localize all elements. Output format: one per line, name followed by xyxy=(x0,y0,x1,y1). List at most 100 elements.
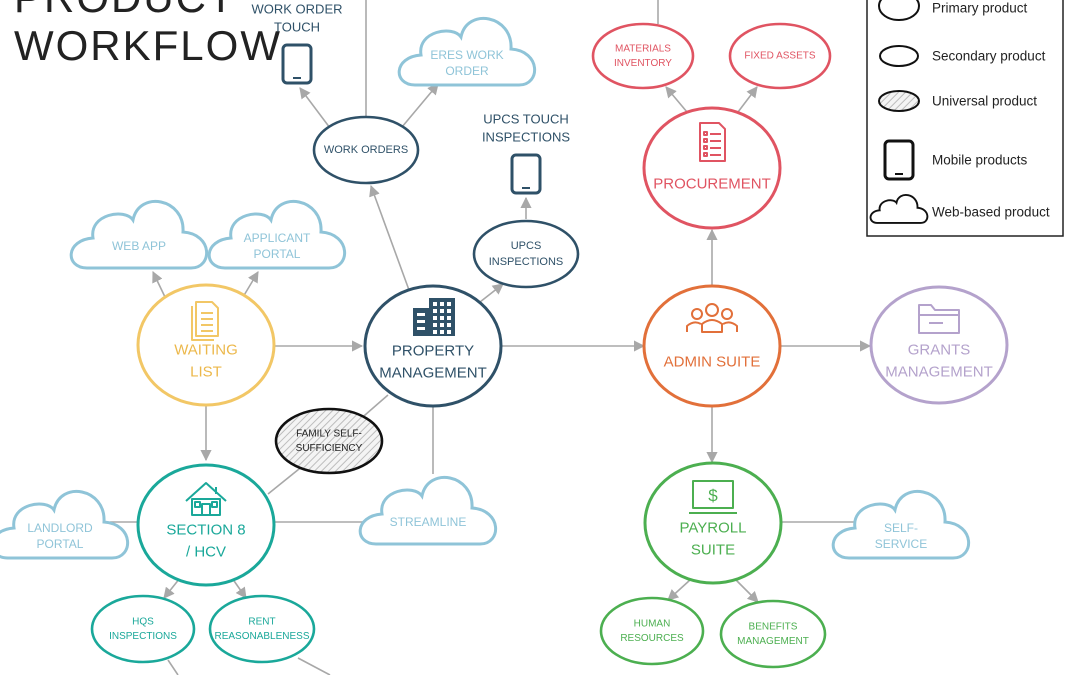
universal-product-icon xyxy=(878,90,920,112)
connector-line xyxy=(163,577,181,599)
node-label-line: APPLICANT xyxy=(244,231,311,245)
node-label-line: HUMAN xyxy=(634,618,671,629)
doc-icon xyxy=(191,301,219,341)
connector-line xyxy=(665,86,688,113)
connector-line xyxy=(737,86,758,113)
legend-item-primary: Primary product xyxy=(878,0,1028,21)
node-label-line: MANAGEMENT xyxy=(737,636,809,647)
node-hqs-inspections: HQS INSPECTIONS xyxy=(90,594,196,664)
node-admin-suite: ADMIN SUITE xyxy=(642,284,782,408)
building-icon xyxy=(413,298,455,336)
connector-line xyxy=(152,270,166,298)
tablet-icon xyxy=(510,153,542,195)
legend-item-mobile: Mobile products xyxy=(883,139,1028,181)
connector-line xyxy=(299,87,331,129)
node-label-line: / HCV xyxy=(186,544,226,561)
node-section8: SECTION 8 / HCV xyxy=(136,463,276,587)
house-icon xyxy=(185,482,227,516)
connector-line xyxy=(401,83,439,128)
node-label-line: FIXED ASSETS xyxy=(744,51,815,62)
node-label-line: PROCUREMENT xyxy=(653,176,771,193)
node-label-line: HQS xyxy=(132,616,154,627)
primary-product-shape xyxy=(363,284,503,408)
secondary-product-icon xyxy=(879,45,919,67)
people-icon xyxy=(686,303,738,333)
legend-label-mobile: Mobile products xyxy=(932,153,1028,168)
node-benefits-management: BENEFITS MANAGEMENT xyxy=(719,599,827,669)
node-label-line: PORTAL xyxy=(37,537,84,551)
node-label-line: PROPERTY xyxy=(392,343,474,360)
node-label-line: UPCS TOUCH xyxy=(483,112,568,127)
node-procurement: PROCUREMENT xyxy=(642,106,782,230)
node-web-app: WEB APP xyxy=(69,200,208,270)
connector-line xyxy=(242,271,259,298)
node-label-line: RESOURCES xyxy=(620,633,684,644)
connector-line xyxy=(735,579,759,603)
legend-item-universal: Universal product xyxy=(878,90,1037,112)
connector-line xyxy=(369,184,410,291)
node-work-order-touch: WORK ORDER TOUCH xyxy=(252,2,343,85)
node-label-line: MATERIALS xyxy=(615,43,671,54)
node-label-line: INVENTORY xyxy=(614,58,672,69)
node-label-line: STREAMLINE xyxy=(390,515,467,529)
title-line-1: PRODUCT xyxy=(14,0,282,22)
product-nodes: PROPERTY MANAGEMENT WORK ORDERS WORK ORDER T… xyxy=(0,2,1009,669)
cloud-shape xyxy=(358,476,497,546)
clipboard-icon xyxy=(699,122,726,162)
node-label-line: ERES WORK xyxy=(430,48,503,62)
page-title: PRODUCT WORKFLOW xyxy=(14,0,282,70)
universal-product-shape xyxy=(274,407,384,475)
primary-product-shape xyxy=(642,284,782,408)
primary-product-shape xyxy=(136,283,276,407)
node-label-line: SECTION 8 xyxy=(166,522,245,539)
node-label-line: ADMIN SUITE xyxy=(664,354,761,371)
node-label-line: WORK ORDER xyxy=(252,2,343,17)
connector-lines xyxy=(110,0,872,675)
primary-product-icon xyxy=(878,0,920,21)
secondary-product-shape xyxy=(312,115,420,185)
secondary-product-shape xyxy=(472,219,580,289)
connector-line xyxy=(297,657,331,675)
node-streamline: STREAMLINE xyxy=(358,476,497,546)
node-human-resources: HUMAN RESOURCES xyxy=(599,596,705,666)
node-label-line: PORTAL xyxy=(254,247,301,261)
legend-item-web: Web-based product xyxy=(869,194,1050,224)
node-label-line: UPCS xyxy=(511,240,542,252)
primary-product-shape xyxy=(136,463,276,587)
primary-product-shape xyxy=(643,461,783,585)
node-materials-inventory: MATERIALS INVENTORY xyxy=(591,22,695,90)
node-landlord-portal: LANDLORD PORTAL xyxy=(0,490,129,560)
node-label-line: MANAGEMENT xyxy=(885,364,993,381)
node-label-line: MANAGEMENT xyxy=(379,365,487,382)
node-fixed-assets: FIXED ASSETS xyxy=(728,22,832,90)
node-label-line: BENEFITS xyxy=(749,621,798,632)
node-label-line: SUFFICIENCY xyxy=(296,443,363,454)
cloud-shape xyxy=(831,490,970,560)
node-applicant-portal: APPLICANT PORTAL xyxy=(207,200,346,270)
secondary-product-shape xyxy=(719,599,827,669)
tablet-icon xyxy=(281,43,313,85)
legend-label-secondary: Secondary product xyxy=(932,49,1046,64)
node-label-line: WEB APP xyxy=(112,239,166,253)
node-label-line: INSPECTIONS xyxy=(109,631,177,642)
node-work-orders: WORK ORDERS xyxy=(312,115,420,185)
node-label-line: WAITING xyxy=(174,342,238,359)
monitor-icon: $ xyxy=(689,480,737,514)
secondary-product-shape xyxy=(728,22,832,90)
secondary-product-shape xyxy=(90,594,196,664)
node-label-line: LANDLORD xyxy=(27,521,93,535)
mobile-product-icon xyxy=(883,139,915,181)
node-label-line: FAMILY SELF- xyxy=(296,428,362,439)
node-label-line: TOUCH xyxy=(274,20,320,35)
svg-text:$: $ xyxy=(708,486,718,505)
